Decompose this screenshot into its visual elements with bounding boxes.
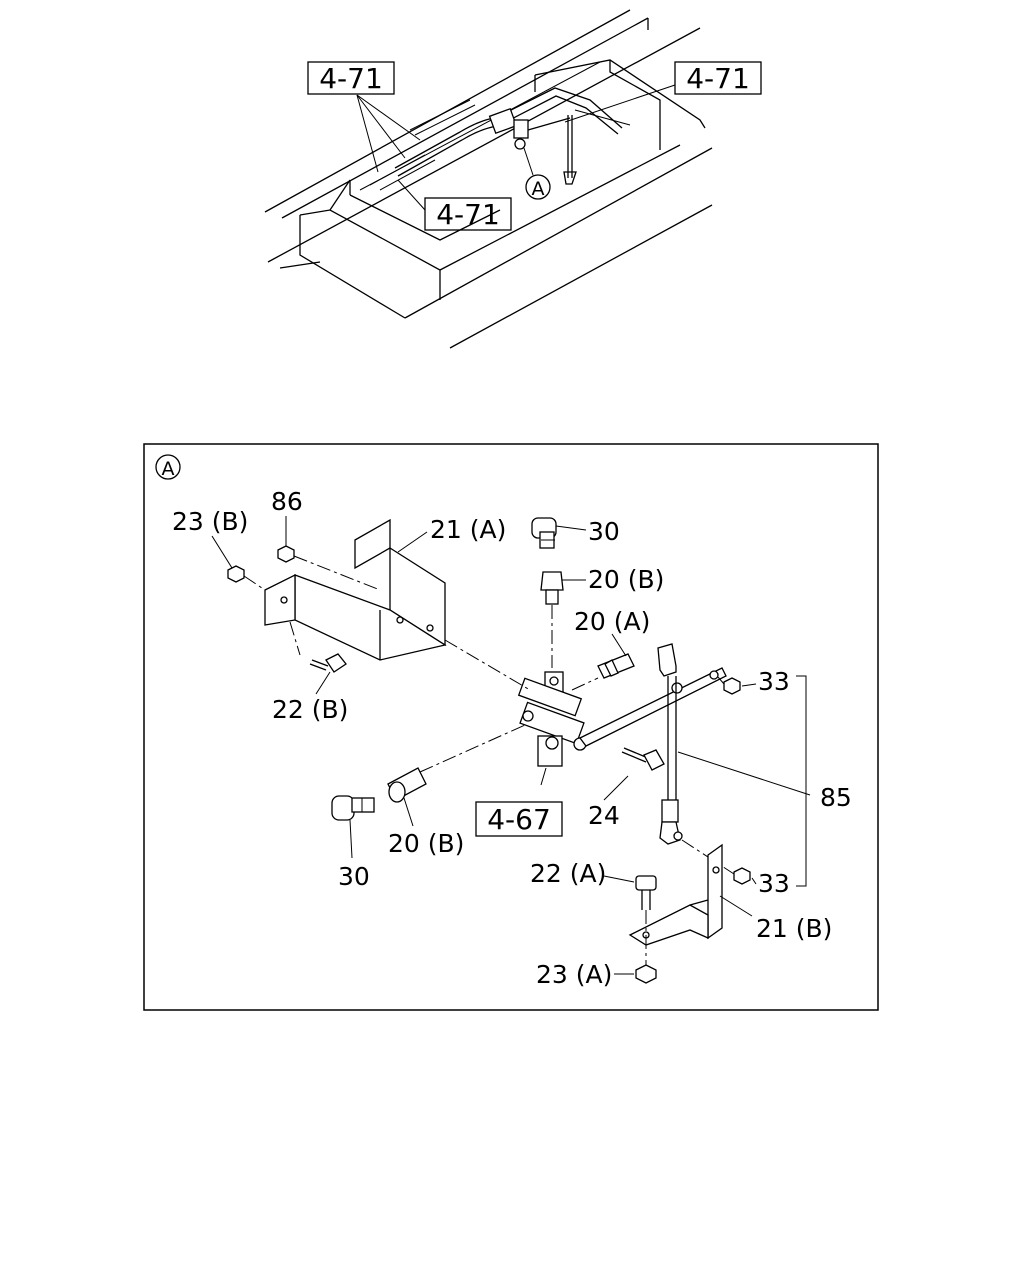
overview-ref-right: 4-71 [686,62,750,95]
label-22b: 22 (B) [272,695,348,724]
bolt-22b [309,653,347,673]
bolt-24 [621,747,665,771]
nut-23a [635,964,657,984]
label-85: 85 [820,783,852,812]
bolt-22a [635,875,657,965]
label-20b-bottom: 20 (B) [388,829,464,858]
overview-ref-bottom: 4-71 [436,198,500,231]
label-30-top: 30 [588,517,620,546]
nut-33-top [723,677,741,695]
callout-ref-4-67: 4-67 [487,803,551,836]
leveling-valve [517,671,587,767]
nut-23b [227,565,245,583]
label-86: 86 [271,487,303,516]
connector-20a [597,653,635,679]
elbow-fitting-30-top [531,517,557,549]
link-rod-85 [657,643,683,845]
chassis-overview: 4-71 4-71 4-71 A [264,9,762,349]
overview-ref-left: 4-71 [319,62,383,95]
bracket-21b [628,843,723,946]
detail-a-panel: A [143,443,879,1011]
detail-frame [143,443,879,1011]
lever-arm [579,667,727,747]
label-22a: 22 (A) [530,859,606,888]
label-21b: 21 (B) [756,914,832,943]
label-24: 24 [588,801,620,830]
label-30-bottom: 30 [338,862,370,891]
label-20b-top: 20 (B) [588,565,664,594]
label-33-bottom: 33 [758,869,790,898]
elbow-fitting-30-bottom [331,795,375,821]
connector-20b-top [540,571,564,605]
nut-33-bottom [733,867,751,885]
bracket-21a [264,518,447,661]
label-20a: 20 (A) [574,607,650,636]
label-21a: 21 (A) [430,515,506,544]
label-23b: 23 (B) [172,507,248,536]
nut-86 [277,545,295,563]
connector-20b-bottom [387,767,427,803]
label-23a: 23 (A) [536,960,612,989]
overview-detail-marker: A [532,178,545,200]
label-33-top: 33 [758,667,790,696]
detail-marker: A [162,458,175,480]
